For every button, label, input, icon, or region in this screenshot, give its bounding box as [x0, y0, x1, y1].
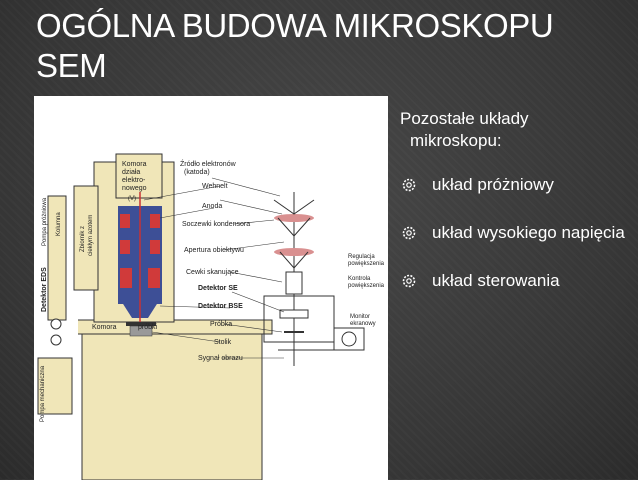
label-sample: Próbka	[210, 321, 232, 328]
label-mag-ctrl-1: Kontrola	[348, 276, 371, 282]
lens-right	[150, 214, 160, 228]
label-image-signal: Sygnał obrazu	[198, 355, 243, 362]
mechanical-pump-body	[37, 357, 73, 415]
schematic-lens	[274, 248, 314, 256]
gun-chamber	[115, 153, 163, 199]
bullet-item: układ próżniowy	[400, 174, 630, 196]
label-gun-chamber-4: nowego	[122, 185, 147, 192]
label-voltage: (V)	[128, 196, 136, 202]
label-gun-chamber-2: działa	[122, 169, 140, 176]
bullet-text: układ wysokiego napięcia	[432, 223, 625, 242]
gear-bullet-icon	[402, 226, 416, 240]
text-content: Pozostałe układy mikroskopu: układ próżn…	[400, 108, 630, 318]
scan-coils-schematic	[285, 271, 303, 295]
label-anode: Anoda	[202, 203, 222, 210]
bullet-text: układ próżniowy	[432, 175, 554, 194]
label-nitrogen-tank-1: Zbiornik z	[80, 226, 86, 252]
valve-symbol	[50, 318, 62, 330]
monitor-box	[333, 327, 365, 351]
label-sample-chamber-1: Komora	[92, 324, 117, 331]
leader-lines	[143, 177, 285, 359]
valve-symbol	[50, 334, 62, 346]
label-nitrogen-tank-2: ciekłym azotem	[88, 215, 94, 256]
beam-path	[279, 251, 309, 269]
label-mag-reg-2: powiększenia	[348, 261, 385, 267]
beam-path	[277, 217, 311, 237]
sem-diagram-svg: Komora działa elektro- nowego (V) Źródło…	[34, 96, 385, 480]
sample-chamber-housing	[81, 331, 263, 480]
label-mag-reg-1: Regulacja	[348, 254, 375, 260]
label-scan-coils: Cewki skanujące	[186, 269, 239, 276]
lead-line-2: mikroskopu:	[410, 131, 502, 150]
schematic-lens	[274, 214, 314, 222]
label-gun-chamber-1: Komora	[122, 161, 147, 168]
nitrogen-tank	[73, 185, 99, 291]
detector-schematic	[279, 309, 309, 319]
label-eds-detector: Detektor EDS	[41, 267, 48, 312]
monitor-screen-icon	[341, 331, 357, 347]
label-detector-bse: Detektor BSE	[198, 303, 243, 310]
label-electron-source-1: Źródło elektronów	[180, 159, 237, 168]
label-aperture: Apertura obiektywu	[184, 247, 244, 254]
control-box	[263, 295, 335, 343]
label-electron-source-2: (katoda)	[184, 169, 210, 176]
label-gun-chamber-3: elektro-	[122, 177, 146, 184]
label-wehnelt: Wehnelt	[202, 183, 228, 190]
lens-left	[120, 268, 132, 288]
lead-line-1: Pozostałe układy	[400, 109, 529, 128]
slide-title: OGÓLNA BUDOWA MIKROSKOPU SEM	[36, 7, 554, 84]
bullet-text: układ sterowania	[432, 271, 560, 290]
label-stage: Stolik	[214, 339, 232, 346]
sem-diagram: Komora działa elektro- nowego (V) Źródło…	[34, 96, 388, 480]
label-monitor-1: Monitor	[350, 314, 370, 320]
label-monitor-2: ekranowy	[350, 321, 376, 327]
gear-bullet-icon	[402, 274, 416, 288]
bullet-item: układ wysokiego napięcia	[400, 222, 630, 244]
label-mech-pump: Pompa mechaniczna	[40, 365, 46, 422]
label-mag-ctrl-2: powiększenia	[348, 283, 385, 289]
label-detector-se: Detektor SE	[198, 285, 238, 292]
label-column: Kolumna	[56, 212, 62, 236]
bullet-item: układ sterowania	[400, 270, 630, 292]
lens-left	[120, 214, 130, 228]
stage	[129, 325, 153, 337]
sample	[126, 322, 156, 326]
lead-text: Pozostałe układy mikroskopu:	[400, 108, 630, 152]
beam-path	[273, 199, 315, 215]
lens-left	[120, 240, 130, 254]
label-condenser: Soczewki kondensora	[182, 221, 250, 228]
gear-bullet-icon	[402, 178, 416, 192]
label-sample-chamber-2: próbki	[138, 324, 158, 331]
label-diffusion-pump: Pompa próżniowa	[42, 197, 48, 246]
lens-right	[148, 268, 160, 288]
lens-right	[150, 240, 160, 254]
